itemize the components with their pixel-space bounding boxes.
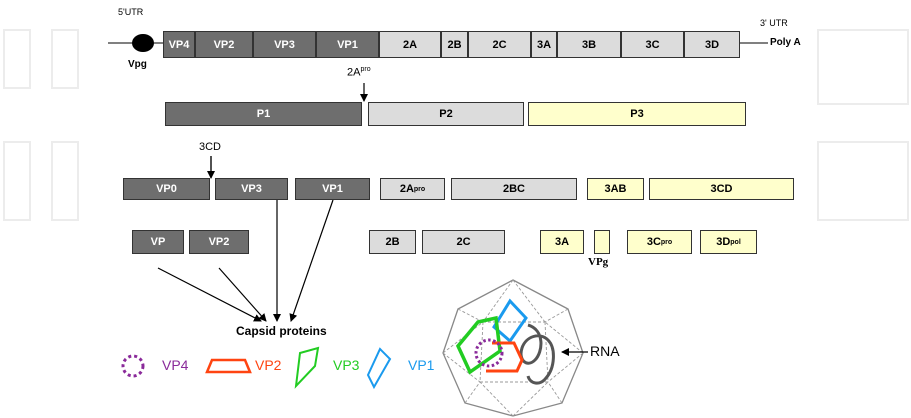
genome-segment-3a: 3A: [531, 31, 557, 58]
legend-label-vp4: VP4: [162, 357, 189, 373]
protein-vp1: VP1: [295, 178, 370, 200]
polyprotein-p2: P2: [368, 102, 524, 126]
utr3-label: 3' UTR: [760, 18, 788, 28]
protease-label-3cd: 3CD: [199, 141, 222, 153]
arrow-vp2-to-capsid: [218, 267, 267, 322]
utr5-label: 5'UTR: [118, 7, 144, 17]
protein-vp3: VP3: [215, 178, 288, 200]
genome-segment-vp4: VP4: [163, 31, 195, 58]
protein-3ab: 3AB: [587, 178, 644, 200]
genome-segment-vp2: VP2: [195, 31, 253, 58]
vpg-label: Vpg: [128, 59, 147, 70]
genome-segment-3b: 3B: [557, 31, 621, 58]
vp3-shape-icon: [294, 346, 320, 389]
protein-vp0: VP0: [123, 178, 210, 200]
genome-segment-2c: 2C: [468, 31, 531, 58]
vp4-shape-icon: [121, 354, 145, 378]
arrow-vp-to-capsid: [157, 267, 262, 322]
polyprotein-p1: P1: [165, 102, 362, 126]
genome-segment-2a: 2A: [379, 31, 441, 58]
protein-3cd: 3CD: [649, 178, 794, 200]
protein-vp2: VP2: [189, 230, 249, 254]
protein-vp: VP: [132, 230, 184, 254]
protein-vpg-label: VPg: [588, 256, 609, 268]
genome-segment-3c: 3C: [621, 31, 684, 58]
capsid-icosahedron-icon: [442, 279, 584, 417]
polya-label: Poly A: [770, 37, 801, 48]
vp2-shape-icon: [205, 358, 252, 374]
protein-vpg-box: [594, 230, 610, 254]
legend-label-vp2: VP2: [255, 357, 282, 373]
arrow-vp1-to-capsid: [289, 199, 334, 322]
capsid-proteins-label: Capsid proteins: [236, 324, 327, 338]
legend-label-vp3: VP3: [333, 357, 360, 373]
protein-2bc: 2BC: [451, 178, 577, 200]
vpg-dot-icon: [132, 34, 154, 52]
vp1-shape-icon: [366, 347, 392, 390]
genome-segment-vp1: VP1: [316, 31, 379, 58]
polyprotein-p3: P3: [528, 102, 746, 126]
rna-label: RNA: [590, 343, 620, 359]
genome-segment-vp3: VP3: [253, 31, 316, 58]
protein-2b: 2B: [369, 230, 416, 254]
genome-segment-3d: 3D: [684, 31, 740, 58]
cleavage-label-2apro: 2Apro: [347, 66, 371, 79]
protein-2c: 2C: [422, 230, 505, 254]
genome-segment-2b: 2B: [441, 31, 468, 58]
protein-3a: 3A: [540, 230, 584, 254]
legend-label-vp1: VP1: [408, 357, 435, 373]
